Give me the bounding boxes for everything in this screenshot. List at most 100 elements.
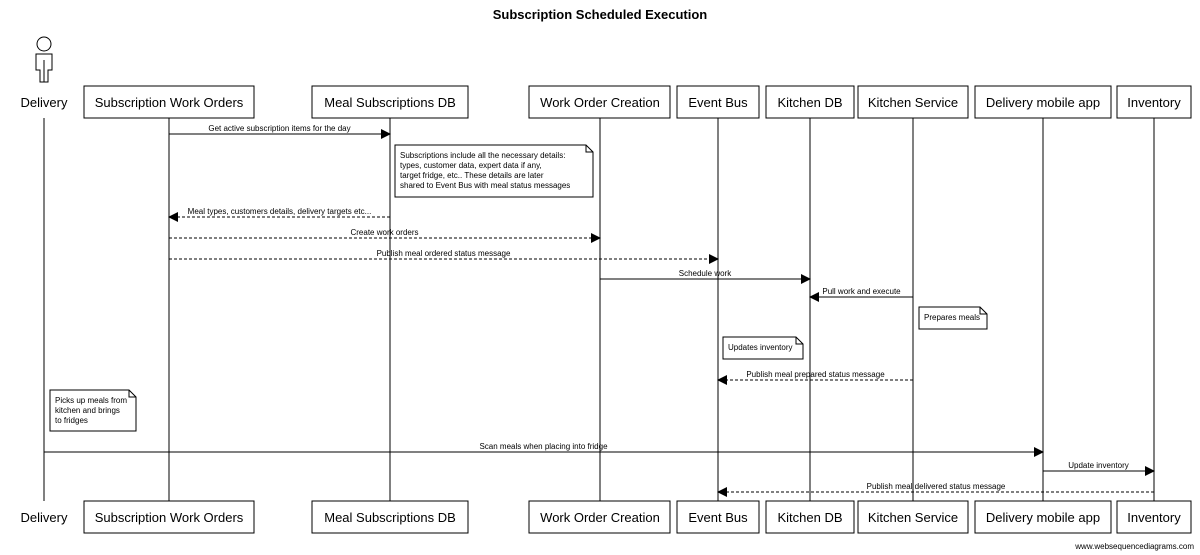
participant-box <box>83 85 255 119</box>
participant-woc-top: Work Order Creation <box>528 85 671 119</box>
note-fold <box>128 390 136 398</box>
note-fold <box>585 145 593 153</box>
participant-box <box>1116 85 1192 119</box>
message-label: Create work orders <box>350 228 418 237</box>
message-label: Scan meals when placing into fridge <box>479 442 608 451</box>
participant-box <box>311 500 469 534</box>
participant-box <box>1116 500 1192 534</box>
note-ks: Prepares meals <box>918 306 988 330</box>
note-line: target fridge, etc.. These details are l… <box>400 171 544 180</box>
participant-dma-bottom: Delivery mobile app <box>974 500 1112 534</box>
participant-label: Delivery <box>21 95 68 110</box>
participant-label: Delivery mobile app <box>986 510 1100 525</box>
participant-bus-top: Event Bus <box>676 85 760 119</box>
participant-box <box>765 500 855 534</box>
note-line: types, customer data, expert data if any… <box>400 161 542 170</box>
participant-label: Event Bus <box>688 95 748 110</box>
participants-bottom: Delivery Subscription Work Orders Meal Sub… <box>21 500 1192 534</box>
message-label: Publish meal delivered status message <box>867 482 1006 491</box>
message-label: Update inventory <box>1068 461 1128 470</box>
note-line: Picks up meals from <box>55 396 127 405</box>
participant-label: Work Order Creation <box>540 510 660 525</box>
message-get-active-subscription-items-for-the-day: Get active subscription items for the da… <box>169 124 391 139</box>
delivery-actor-icon <box>35 36 53 83</box>
participant-label: Inventory <box>1127 510 1181 525</box>
message-publish-meal-ordered-status-message: Publish meal ordered status message <box>169 249 719 264</box>
note-msdb: Subscriptions include all the necessary … <box>394 144 594 198</box>
actor-figure <box>35 36 53 83</box>
messages: Get active subscription items for the da… <box>44 124 1155 497</box>
participant-delivery-bottom: Delivery <box>21 510 68 525</box>
participant-label: Subscription Work Orders <box>95 510 244 525</box>
message-schedule-work: Schedule work <box>600 269 811 284</box>
diagram-title: Subscription Scheduled Execution <box>493 7 708 22</box>
note-box <box>722 336 804 360</box>
participant-box <box>528 500 671 534</box>
participant-label: Kitchen Service <box>868 510 958 525</box>
participant-swo-bottom: Subscription Work Orders <box>83 500 255 534</box>
message-publish-meal-delivered-status-message: Publish meal delivered status message <box>717 482 1154 497</box>
participant-box <box>765 85 855 119</box>
participant-label: Kitchen DB <box>777 95 842 110</box>
participant-kdb-bottom: Kitchen DB <box>765 500 855 534</box>
participant-bus-bottom: Event Bus <box>676 500 760 534</box>
participant-kdb-top: Kitchen DB <box>765 85 855 119</box>
participant-label: Work Order Creation <box>540 95 660 110</box>
participant-inv-bottom: Inventory <box>1116 500 1192 534</box>
message-label: Publish meal ordered status message <box>377 249 511 258</box>
note-line: Subscriptions include all the necessary … <box>400 151 565 160</box>
note-line: shared to Event Bus with meal status mes… <box>400 181 570 190</box>
message-meal-types-customers-details-delivery-targets-etc: Meal types, customers details, delivery … <box>168 207 390 222</box>
participant-swo-top: Subscription Work Orders <box>83 85 255 119</box>
note-line: to fridges <box>55 416 88 425</box>
participant-msdb-bottom: Meal Subscriptions DB <box>311 500 469 534</box>
participant-delivery-top: Delivery <box>21 95 68 110</box>
note-fold <box>979 307 987 315</box>
message-update-inventory: Update inventory <box>1043 461 1155 476</box>
message-label: Publish meal prepared status message <box>746 370 885 379</box>
watermark: www.websequencediagrams.com <box>1074 542 1194 551</box>
participant-ks-bottom: Kitchen Service <box>857 500 969 534</box>
note-line: Updates inventory <box>728 343 792 352</box>
message-label: Schedule work <box>679 269 732 278</box>
participant-inv-top: Inventory <box>1116 85 1192 119</box>
notes: Subscriptions include all the necessary … <box>49 144 988 432</box>
participant-box <box>857 500 969 534</box>
participant-box <box>83 500 255 534</box>
note-bus: Updates inventory <box>722 336 804 360</box>
participant-label: Meal Subscriptions DB <box>324 95 456 110</box>
note-box <box>394 144 594 198</box>
participant-ks-top: Kitchen Service <box>857 85 969 119</box>
participant-box <box>676 500 760 534</box>
message-label: Get active subscription items for the da… <box>208 124 350 133</box>
participant-label: Event Bus <box>688 510 748 525</box>
message-scan-meals-when-placing-into-fridge: Scan meals when placing into fridge <box>44 442 1044 457</box>
participant-label: Delivery <box>21 510 68 525</box>
participant-woc-bottom: Work Order Creation <box>528 500 671 534</box>
participant-box <box>974 500 1112 534</box>
message-label: Meal types, customers details, delivery … <box>188 207 372 216</box>
participant-box <box>676 85 760 119</box>
participant-label: Subscription Work Orders <box>95 95 244 110</box>
participant-box <box>857 85 969 119</box>
message-pull-work-and-execute: Pull work and execute <box>809 287 913 302</box>
participant-dma-top: Delivery mobile app <box>974 85 1112 119</box>
participant-label: Delivery mobile app <box>986 95 1100 110</box>
note-line: kitchen and brings <box>55 406 120 415</box>
participant-label: Meal Subscriptions DB <box>324 510 456 525</box>
participant-box <box>311 85 469 119</box>
note-line: Prepares meals <box>924 313 980 322</box>
participant-msdb-top: Meal Subscriptions DB <box>311 85 469 119</box>
participants-top: Delivery Subscription Work Orders Meal Sub… <box>21 85 1192 119</box>
participant-box <box>528 85 671 119</box>
participant-label: Kitchen Service <box>868 95 958 110</box>
note-box <box>918 306 988 330</box>
lifelines <box>43 118 1155 501</box>
note-fold <box>795 337 803 345</box>
message-label: Pull work and execute <box>822 287 901 296</box>
participant-label: Kitchen DB <box>777 510 842 525</box>
participant-box <box>974 85 1112 119</box>
message-publish-meal-prepared-status-message: Publish meal prepared status message <box>717 370 913 385</box>
